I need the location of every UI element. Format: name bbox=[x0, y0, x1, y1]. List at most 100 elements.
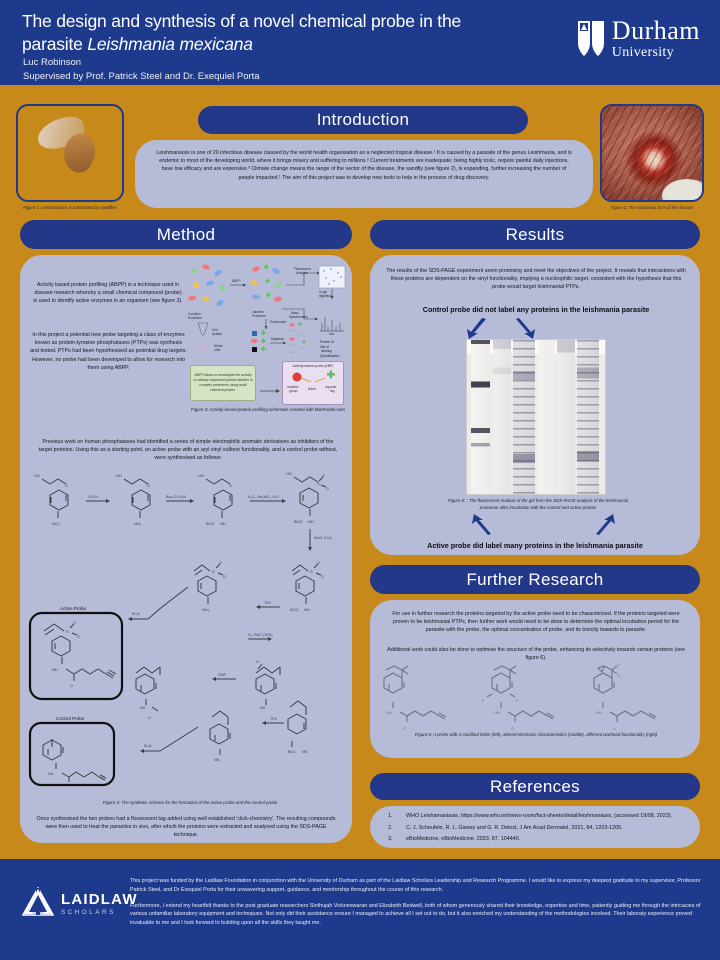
references-card: 1. WHO Leishamaniasis, https://www.who.i… bbox=[370, 806, 700, 848]
durham-subtitle: University bbox=[611, 45, 674, 60]
figure-3-green-note: ABPP allows to investigate the activity … bbox=[190, 365, 256, 401]
svg-text:TFA: TFA bbox=[264, 601, 271, 605]
reference-list: 1. WHO Leishamaniasis, https://www.who.i… bbox=[378, 812, 692, 847]
poster-footer: LAIDLAW SCHOLARS This project was funded… bbox=[0, 856, 720, 960]
sandfly-photo bbox=[18, 106, 122, 200]
svg-text:BOC: BOC bbox=[294, 519, 303, 524]
reference-text: eBioMedicine, eBioMedicine, 2023, 87, 10… bbox=[406, 836, 521, 843]
svg-text:O₂/Sn: O₂/Sn bbox=[88, 495, 98, 499]
label-enrichment: Enrichment bbox=[270, 320, 286, 324]
section-banner-further-research: Further Research bbox=[370, 565, 700, 594]
svg-text:Analysis: Analysis bbox=[296, 271, 308, 275]
svg-text:O: O bbox=[321, 575, 324, 579]
svg-text:linker: linker bbox=[308, 387, 317, 391]
svg-text:reactive: reactive bbox=[287, 385, 299, 389]
svg-text:NH: NH bbox=[140, 706, 146, 710]
figure-6-svg: HN O bbox=[383, 663, 657, 731]
method-card: Activity based protein profiling (ABPP) … bbox=[20, 255, 352, 843]
svg-text:Et₃N: Et₃N bbox=[144, 744, 152, 748]
svg-text:HN: HN bbox=[596, 710, 602, 715]
arrow-active-lane-2 bbox=[595, 513, 617, 537]
svg-text:NH: NH bbox=[308, 519, 314, 524]
label-whole-cells: Whole bbox=[214, 344, 223, 348]
svg-text:F: F bbox=[482, 699, 485, 703]
reference-item: 2. C. J. Scheufele, R. L. Giesey and G. … bbox=[378, 824, 692, 833]
gel-lane-control-2 bbox=[556, 340, 575, 494]
reference-text: WHO Leishamaniasis, https://www.who.int/… bbox=[406, 813, 673, 819]
svg-text:S: S bbox=[212, 569, 215, 574]
svg-text:S: S bbox=[147, 483, 150, 488]
reference-number: 3. bbox=[388, 836, 393, 843]
results-control-statement: Control probe did not label any proteins… bbox=[422, 305, 650, 314]
svg-text:NH: NH bbox=[302, 750, 308, 754]
svg-text:F: F bbox=[516, 699, 519, 703]
figure-2-caption: Figure 2: The cutaneous form of the dise… bbox=[610, 205, 694, 210]
svg-text:O: O bbox=[613, 727, 616, 731]
svg-text:tag: tag bbox=[330, 389, 335, 393]
svg-text:O: O bbox=[223, 575, 226, 579]
label-mass-spectrometry: Mass bbox=[291, 311, 299, 315]
label-digestion: Digestion bbox=[271, 337, 285, 341]
label-in-gel-digestion: In-gel bbox=[319, 290, 327, 294]
label-labeled-proteome: Labeled bbox=[252, 310, 264, 314]
acknowledgement-paragraph-2: Furthermore, I extend my heartfelt thank… bbox=[130, 902, 701, 927]
title-species-name: Leishmania mexicana bbox=[87, 34, 253, 55]
laidlaw-scholars-logo: LAIDLAW SCHOLARS bbox=[21, 886, 138, 922]
svg-text:O: O bbox=[617, 663, 620, 667]
further-research-paragraph-2: Additional work could also be done to op… bbox=[387, 647, 685, 662]
arrow-control-lane-1 bbox=[465, 317, 487, 341]
svg-text:S: S bbox=[66, 629, 69, 634]
svg-text:NO₂: NO₂ bbox=[52, 521, 60, 526]
svg-text:reporter: reporter bbox=[325, 385, 337, 389]
svg-text:S: S bbox=[310, 569, 313, 574]
svg-text:O: O bbox=[403, 727, 406, 731]
figure-5-gel-image bbox=[466, 339, 606, 495]
svg-text:O: O bbox=[317, 561, 320, 565]
svg-text:O: O bbox=[256, 660, 259, 664]
poster-header: The design and synthesis of a novel chem… bbox=[0, 0, 720, 88]
svg-text:NH: NH bbox=[304, 607, 310, 612]
svg-text:· Protein ID: · Protein ID bbox=[318, 340, 335, 344]
figure-4-caption: Figure 4: The synthetic scheme for the f… bbox=[102, 800, 278, 805]
svg-text:DMF: DMF bbox=[218, 673, 227, 677]
svg-text:group: group bbox=[289, 389, 298, 393]
introduction-body: Leishmaniasis is one of 20 infectious di… bbox=[156, 150, 572, 181]
svg-text:Proteome: Proteome bbox=[252, 314, 266, 318]
author-name: Luc Robinson bbox=[23, 57, 82, 68]
svg-text:H₂O₂, Na₂WO₄, H₂O: H₂O₂, Na₂WO₄, H₂O bbox=[248, 495, 279, 499]
svg-text:lysates: lysates bbox=[212, 332, 222, 336]
gel-lane-active-1 bbox=[513, 340, 536, 494]
figure-6-structures: HN O bbox=[378, 662, 692, 732]
page-title: The design and synthesis of a novel chem… bbox=[22, 10, 492, 57]
synthesis-scheme-svg: HO S NO₂ O₂/Sn bbox=[28, 471, 332, 787]
svg-text:TFA: TFA bbox=[270, 717, 277, 721]
reference-number: 2. bbox=[388, 824, 393, 831]
svg-text:NH₂: NH₂ bbox=[202, 607, 210, 612]
svg-text:BOC: BOC bbox=[206, 521, 215, 526]
method-paragraph-2: In this project a potential new probe ta… bbox=[30, 332, 187, 371]
svg-text:HO: HO bbox=[116, 473, 122, 478]
svg-text:O: O bbox=[219, 561, 222, 565]
svg-text:O: O bbox=[617, 674, 620, 678]
svg-text:NH₂: NH₂ bbox=[134, 521, 142, 526]
method-paragraph-4: Once synthesised the two probes had a fl… bbox=[36, 816, 336, 839]
svg-text:O: O bbox=[511, 727, 514, 731]
laidlaw-triangle-icon bbox=[21, 886, 55, 922]
figure-6-caption: Figure 6: A probe with a modified linker… bbox=[414, 732, 658, 737]
reference-number: 1. bbox=[388, 813, 393, 819]
svg-text:O: O bbox=[326, 487, 329, 491]
laidlaw-wordmark: LAIDLAW SCHOLARS bbox=[61, 892, 138, 916]
svg-text:H₂, Pd/C (10%): H₂, Pd/C (10%) bbox=[248, 633, 273, 637]
arrow-active-lane-1 bbox=[470, 513, 492, 537]
label-fluorescent-analysis: Fluorescent bbox=[294, 267, 311, 271]
laidlaw-subtitle: SCHOLARS bbox=[61, 909, 116, 917]
durham-wordmark: Durham University bbox=[612, 18, 700, 60]
svg-text:HN: HN bbox=[494, 710, 500, 715]
label-abpp: ABPP bbox=[232, 279, 241, 283]
svg-text:HN: HN bbox=[386, 710, 392, 715]
figure-3-schematic: Complex Proteome Cell lysates Whole cell… bbox=[186, 261, 348, 391]
label-complex-proteome: Complex bbox=[188, 312, 201, 316]
svg-text:BOC: BOC bbox=[290, 607, 299, 612]
figure-3-caption: Figure 3: Activity based protein profili… bbox=[191, 407, 345, 412]
svg-text:Et₃N: Et₃N bbox=[132, 612, 140, 616]
